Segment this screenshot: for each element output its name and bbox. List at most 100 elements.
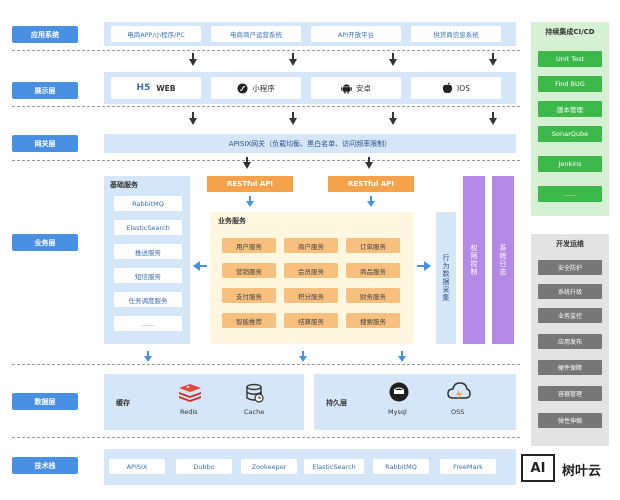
arrow-down [289, 112, 297, 125]
devops-item[interactable]: 系统升级 [538, 284, 602, 299]
layer-label-data: 数据层 [12, 393, 78, 410]
biz-service-item[interactable]: 结算服务 [284, 313, 338, 328]
app-item[interactable]: 电商APP/小程序/PC [111, 26, 201, 42]
separator [12, 160, 520, 161]
restful-api-right[interactable]: RESTful API [328, 176, 414, 192]
arrow-down-blue [367, 196, 375, 207]
gateway-bar[interactable]: APISIX网关（负载均衡、黑白名单、访问频率限制） [104, 134, 516, 153]
h5-icon: H5 [136, 83, 151, 93]
basic-service-item[interactable]: 短信服务 [114, 268, 182, 283]
cache-label: Cache [244, 408, 265, 416]
authority-control[interactable]: 权限控制 [463, 176, 485, 344]
biz-service-item[interactable]: 商户服务 [284, 238, 338, 253]
app-item[interactable]: 供货商信息系统 [411, 26, 501, 42]
arrow-right [424, 261, 431, 271]
arrow-down [189, 112, 197, 125]
android-icon [341, 84, 352, 94]
display-item-ios[interactable]: IOS [411, 77, 501, 99]
cache-title: 缓存 [116, 399, 130, 407]
arrow-down-blue [144, 351, 152, 362]
arrow-right-stem [417, 265, 425, 267]
cicd-item[interactable]: Unit Test [538, 51, 602, 67]
biz-service-item[interactable]: 会员服务 [284, 263, 338, 278]
devops-title: 开发运维 [556, 240, 584, 248]
persist-panel [314, 374, 516, 430]
mysql-label: Mysql [388, 408, 407, 416]
cache-icon[interactable] [244, 383, 264, 405]
cicd-item[interactable]: SonarQube [538, 126, 602, 142]
biz-services-title: 业务服务 [218, 217, 246, 225]
separator [12, 364, 520, 365]
oss-label: OSS [451, 408, 465, 416]
display-item-mini-program[interactable]: 小程序 [211, 77, 301, 99]
arrow-left [193, 261, 200, 271]
biz-service-item[interactable]: 财务服务 [346, 288, 400, 303]
basic-service-item[interactable]: 推送服务 [114, 244, 182, 259]
basic-service-item[interactable]: ...... [114, 316, 182, 331]
tech-item[interactable]: Zookeeper [241, 459, 297, 474]
devops-item[interactable]: 弹性伸缩 [538, 413, 602, 428]
layer-label-app: 应用系统 [12, 26, 78, 43]
biz-service-item[interactable]: 用户服务 [222, 238, 276, 253]
cicd-item[interactable]: 版本管理 [538, 101, 602, 117]
oss-icon[interactable] [447, 382, 471, 404]
tech-item[interactable]: APISIX [109, 459, 165, 474]
cache-panel [104, 374, 304, 430]
arrow-down [389, 112, 397, 125]
biz-service-item[interactable]: 搜索服务 [346, 313, 400, 328]
layer-label-gateway: 网关层 [12, 135, 78, 152]
apple-icon [442, 82, 453, 94]
display-item-android[interactable]: 安卓 [311, 77, 401, 99]
cicd-title: 持续集成CI/CD [545, 28, 595, 36]
biz-service-item[interactable]: 智能推荐 [222, 313, 276, 328]
arrow-left-stem [199, 265, 207, 267]
tech-item[interactable]: ElasticSearch [304, 459, 364, 474]
tech-item[interactable]: Dubbo [176, 459, 232, 474]
separator [12, 437, 520, 438]
layer-label-business: 业务层 [12, 234, 78, 251]
biz-service-item[interactable]: 商品服务 [346, 263, 400, 278]
arrow-down [289, 53, 297, 66]
arrow-down [243, 157, 251, 169]
biz-service-item[interactable]: 支付服务 [222, 288, 276, 303]
arrow-down-blue [299, 351, 307, 362]
separator [12, 106, 520, 107]
layer-label-tech: 技术栈 [12, 457, 78, 474]
cicd-item[interactable]: Jenkins [538, 156, 602, 172]
restful-api-left[interactable]: RESTful API [207, 176, 293, 192]
arrow-down [389, 53, 397, 66]
cicd-item[interactable]: ...... [538, 186, 602, 202]
biz-service-item[interactable]: 积分服务 [284, 288, 338, 303]
app-item[interactable]: 电商商户运营系统 [211, 26, 301, 42]
basic-service-item[interactable]: RabbitMQ [114, 196, 182, 211]
display-item-web[interactable]: H5 WEB [111, 77, 201, 99]
mysql-icon[interactable] [389, 382, 409, 404]
biz-service-item[interactable]: 营销服务 [222, 263, 276, 278]
devops-item[interactable]: 业务监控 [538, 308, 602, 323]
watermark-logo: AI [521, 454, 555, 482]
devops-item[interactable]: 硬件保障 [538, 360, 602, 375]
devops-item[interactable]: 容器管理 [538, 386, 602, 401]
mini-program-icon [237, 82, 248, 94]
tech-item[interactable]: RabbitMQ [373, 459, 429, 474]
arrow-down [489, 53, 497, 66]
cicd-item[interactable]: Find BUG [538, 76, 602, 92]
redis-label: Redis [180, 408, 198, 416]
persist-title: 持久层 [326, 399, 347, 407]
devops-item[interactable]: 安全防护 [538, 260, 602, 275]
basic-services-title: 基础服务 [110, 181, 138, 189]
basic-service-item[interactable]: ElasticSearch [114, 220, 182, 235]
biz-service-item[interactable]: 订单服务 [346, 238, 400, 253]
redis-icon[interactable] [178, 384, 202, 404]
behavior-collection[interactable]: 行为数据采集 [436, 212, 456, 344]
separator [12, 50, 520, 51]
basic-service-item[interactable]: 任务调度服务 [114, 292, 182, 307]
app-item[interactable]: API开放平台 [311, 26, 401, 42]
arrow-down-blue [398, 351, 406, 362]
layer-label-display: 展示层 [12, 82, 78, 99]
arrow-down [189, 53, 197, 66]
devops-item[interactable]: 应用发布 [538, 334, 602, 349]
arrow-down-blue [246, 196, 254, 207]
system-log[interactable]: 系统日志 [492, 176, 514, 344]
tech-item[interactable]: FreeMark [440, 459, 496, 474]
